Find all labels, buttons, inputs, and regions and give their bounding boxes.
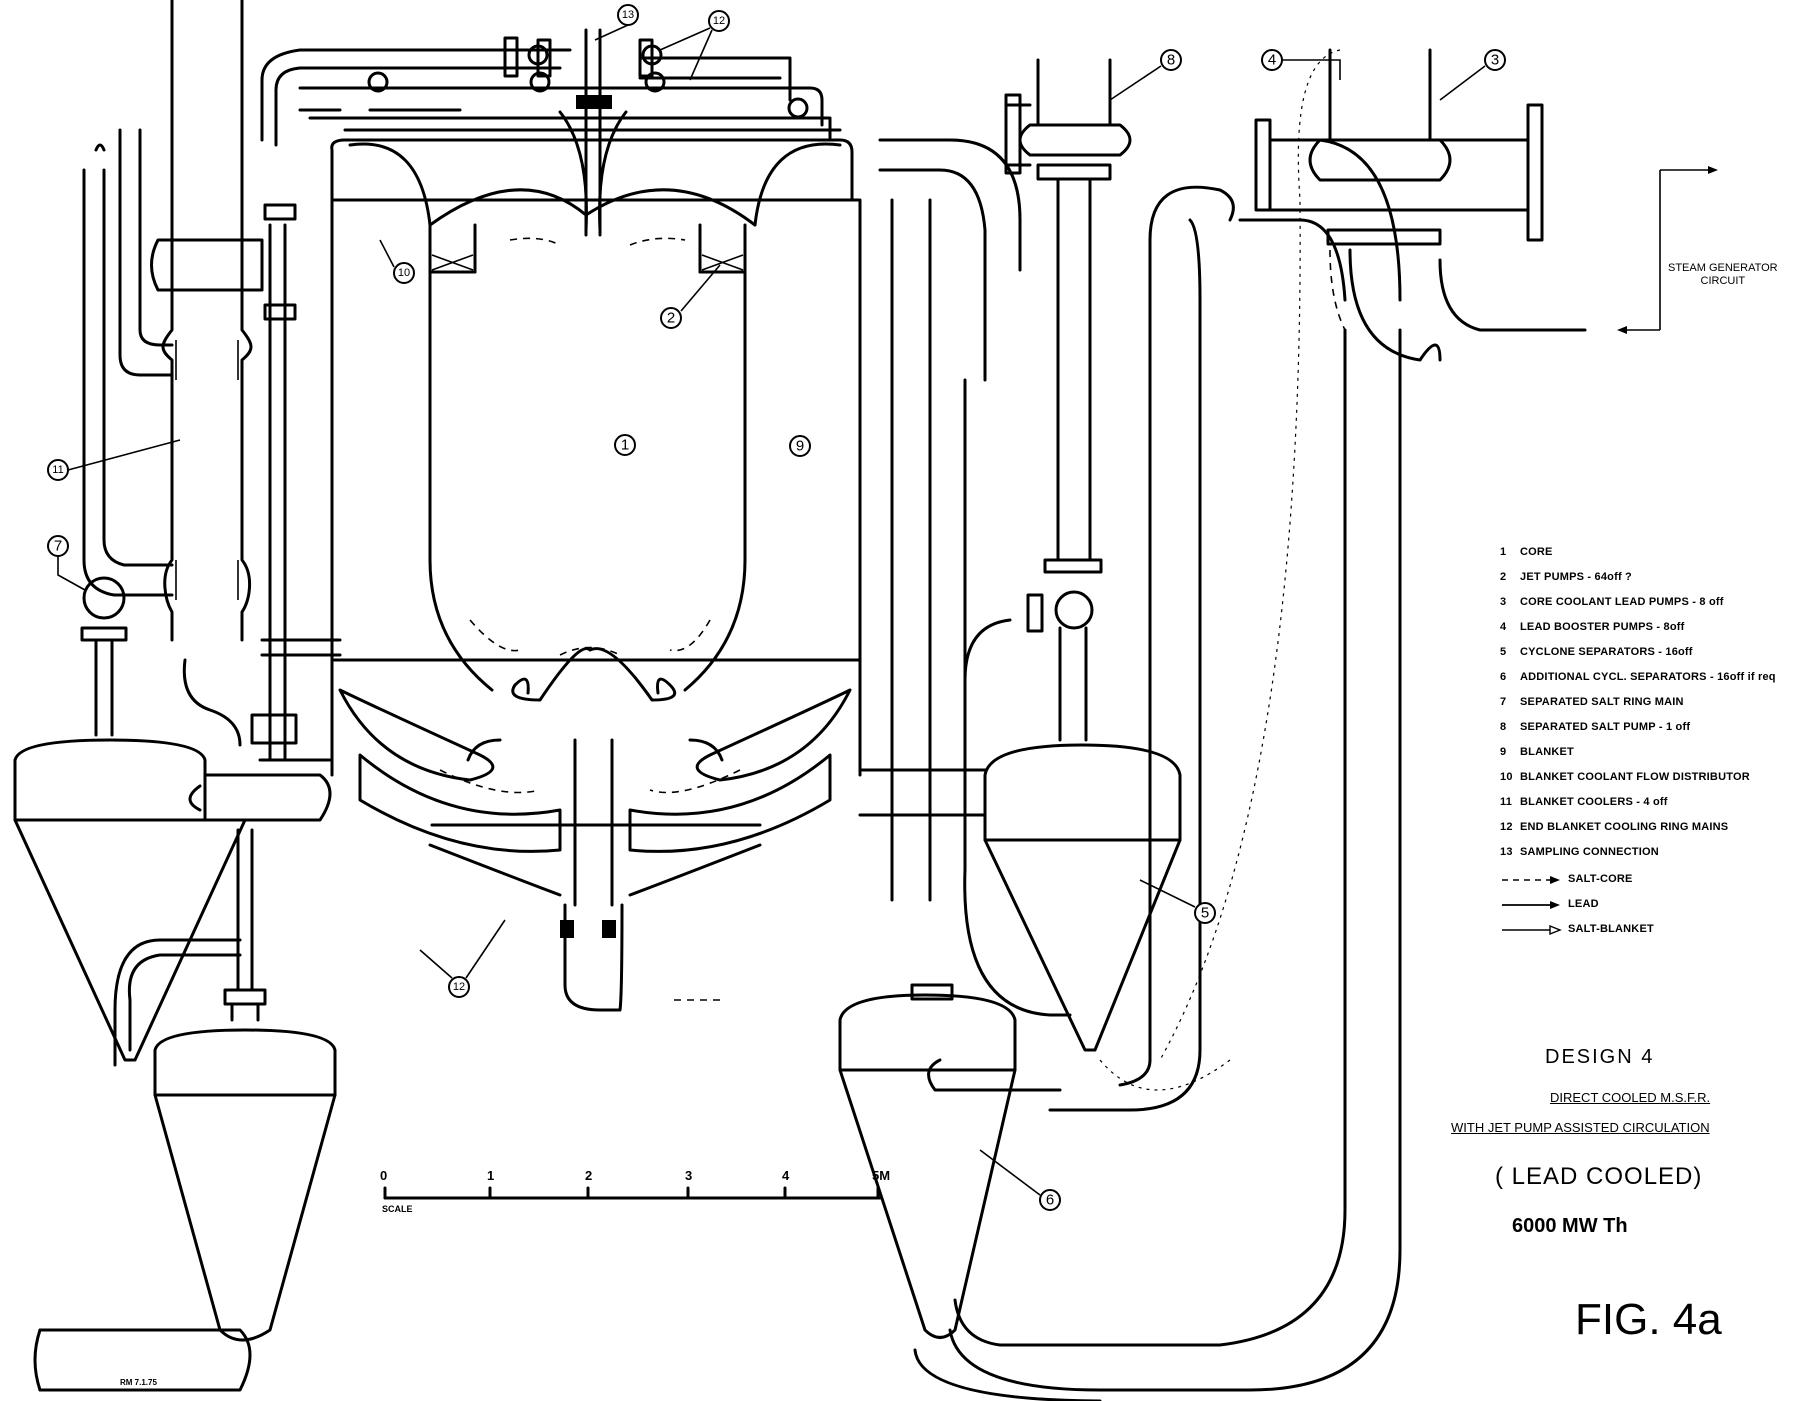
- figure-label: FIG. 4a: [1575, 1295, 1722, 1344]
- callout-1: 1: [614, 434, 636, 456]
- design-power: 6000 MW Th: [1512, 1215, 1628, 1237]
- callout-11: 11: [47, 459, 69, 481]
- steam-label-line2: CIRCUIT: [1700, 275, 1746, 287]
- callout-2: 2: [660, 307, 682, 329]
- flow-legend-salt-blanket: SALT-BLANKET: [1568, 923, 1654, 935]
- svg-text:1: 1: [621, 437, 629, 454]
- callout-13: 13: [617, 4, 639, 26]
- svg-text:11: 11: [52, 464, 63, 476]
- callout-4: 4: [1261, 49, 1283, 71]
- svg-text:8: 8: [1167, 52, 1175, 69]
- svg-text:13: 13: [622, 9, 634, 21]
- reactor-vessel: [330, 128, 862, 1012]
- flow-swatch-salt-blanket: [1502, 924, 1562, 936]
- scale-bar: [383, 1186, 882, 1200]
- right-pipe-system: [838, 48, 1587, 1401]
- callout-5: 5: [1194, 902, 1216, 924]
- scale-tick-3: 3: [685, 1168, 693, 1183]
- flow-paths: [439, 49, 1341, 1091]
- svg-text:5: 5: [1201, 905, 1209, 922]
- scale-tick-4: 4: [782, 1168, 790, 1183]
- callout-3: 3: [1484, 49, 1506, 71]
- callout-9: 9: [789, 435, 811, 457]
- steam-label-line1: STEAM GENERATOR: [1668, 262, 1778, 274]
- svg-text:12: 12: [453, 981, 465, 993]
- leader-lines: [57, 24, 1486, 1196]
- left-separators: [13, 203, 342, 1392]
- svg-text:12: 12: [713, 15, 725, 27]
- flow-swatch-lead: [1502, 901, 1560, 909]
- drawing-reference: RM 7.1.75: [120, 1378, 157, 1387]
- scale-label: SCALE: [382, 1204, 413, 1214]
- callout-8: 8: [1160, 49, 1182, 71]
- flow-swatch-salt-core: [1502, 876, 1560, 884]
- flow-legend-lead: LEAD: [1568, 898, 1599, 910]
- svg-text:4: 4: [1268, 52, 1276, 69]
- scale-tick-0: 0: [380, 1168, 388, 1183]
- callout-12-top: 12: [708, 10, 730, 32]
- flow-legend-salt-core: SALT-CORE: [1568, 873, 1633, 885]
- svg-text:6: 6: [1046, 1192, 1054, 1209]
- callout-12-bottom: 12: [448, 976, 470, 998]
- design-title: DESIGN 4: [1545, 1046, 1655, 1068]
- scale-tick-5: 5M: [872, 1168, 891, 1183]
- flow-legend-swatches: [1502, 876, 1562, 936]
- steam-generator-label: STEAM GENERATOR CIRCUIT: [1668, 262, 1778, 288]
- callout-10: 10: [393, 262, 415, 284]
- svg-text:10: 10: [398, 267, 410, 279]
- scale-tick-2: 2: [585, 1168, 593, 1183]
- callout-7: 7: [47, 535, 69, 557]
- design-cooling: ( LEAD COOLED): [1495, 1163, 1703, 1190]
- scale-tick-1: 1: [487, 1168, 495, 1183]
- svg-text:7: 7: [54, 538, 62, 555]
- steam-bracket: [1617, 166, 1718, 334]
- callout-6: 6: [1039, 1189, 1061, 1211]
- svg-text:2: 2: [667, 310, 675, 327]
- svg-text:9: 9: [796, 438, 804, 455]
- design-line-1: DIRECT COOLED M.S.F.R.: [1550, 1090, 1711, 1105]
- svg-text:3: 3: [1491, 52, 1499, 69]
- design-line-2: WITH JET PUMP ASSISTED CIRCULATION: [1451, 1120, 1710, 1135]
